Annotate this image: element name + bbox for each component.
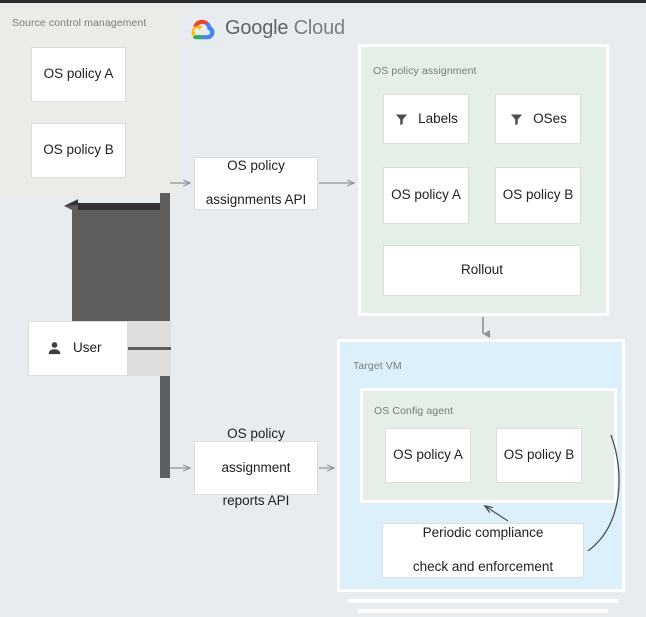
os-policy-assignment-caption: OS policy assignment xyxy=(373,65,477,77)
assignment-os-policy-a-label: OS policy A xyxy=(391,187,461,203)
agent-os-policy-a-label: OS policy A xyxy=(393,447,463,463)
user-stack-divider xyxy=(126,347,171,350)
labels-filter-box[interactable]: Labels xyxy=(383,94,469,144)
rollout-label: Rollout xyxy=(460,262,504,278)
source-os-policy-b-label: OS policy B xyxy=(43,142,114,158)
filter-funnel-icon xyxy=(510,114,523,125)
os-policy-assignment-reports-api-label: OS policy assignment reports API xyxy=(221,425,291,509)
assignment-os-policy-b-box[interactable]: OS policy B xyxy=(495,167,581,224)
user-box[interactable]: User xyxy=(28,321,128,376)
source-control-caption: Source control management xyxy=(12,17,147,29)
os-policy-assignments-api-box[interactable]: OS policy assignments API xyxy=(194,157,318,210)
agent-os-policy-b-box[interactable]: OS policy B xyxy=(496,428,582,483)
rollout-box[interactable]: Rollout xyxy=(383,245,581,296)
assignment-os-policy-b-label: OS policy B xyxy=(502,187,574,203)
user-stack-block-bottom xyxy=(126,350,171,376)
periodic-compliance-box[interactable]: Periodic compliance check and enforcemen… xyxy=(382,523,584,578)
vm-stack-shadow-2 xyxy=(358,609,608,613)
source-os-policy-a-box[interactable]: OS policy A xyxy=(31,47,126,102)
person-icon xyxy=(48,342,61,355)
source-os-policy-a-label: OS policy A xyxy=(43,66,114,82)
google-cloud-wordmark: Google Cloud xyxy=(225,17,345,40)
vm-stack-shadow-1 xyxy=(348,599,618,603)
user-label: User xyxy=(73,340,102,356)
google-cloud-logo-icon xyxy=(191,19,215,39)
target-vm-caption: Target VM xyxy=(353,360,402,372)
oses-filter-label: OSes xyxy=(533,110,567,126)
labels-filter-label: Labels xyxy=(418,110,458,126)
agent-os-policy-b-label: OS policy B xyxy=(503,447,575,463)
filter-funnel-icon xyxy=(395,114,408,125)
periodic-compliance-label: Periodic compliance check and enforcemen… xyxy=(412,525,554,574)
oses-filter-box[interactable]: OSes xyxy=(495,94,581,144)
os-policy-assignment-reports-api-box[interactable]: OS policy assignment reports API xyxy=(194,426,318,508)
agent-os-policy-a-box[interactable]: OS policy A xyxy=(385,428,471,483)
brand-name-secondary: Cloud xyxy=(293,17,345,39)
source-os-policy-b-box[interactable]: OS policy B xyxy=(31,123,126,178)
user-stack-block-top xyxy=(126,321,171,347)
os-config-agent-caption: OS Config agent xyxy=(374,405,454,417)
assignment-os-policy-a-box[interactable]: OS policy A xyxy=(383,167,469,224)
brand-name-primary: Google xyxy=(225,17,289,39)
os-policy-assignments-api-label: OS policy assignments API xyxy=(205,158,307,207)
google-cloud-logo: Google Cloud xyxy=(190,17,345,40)
